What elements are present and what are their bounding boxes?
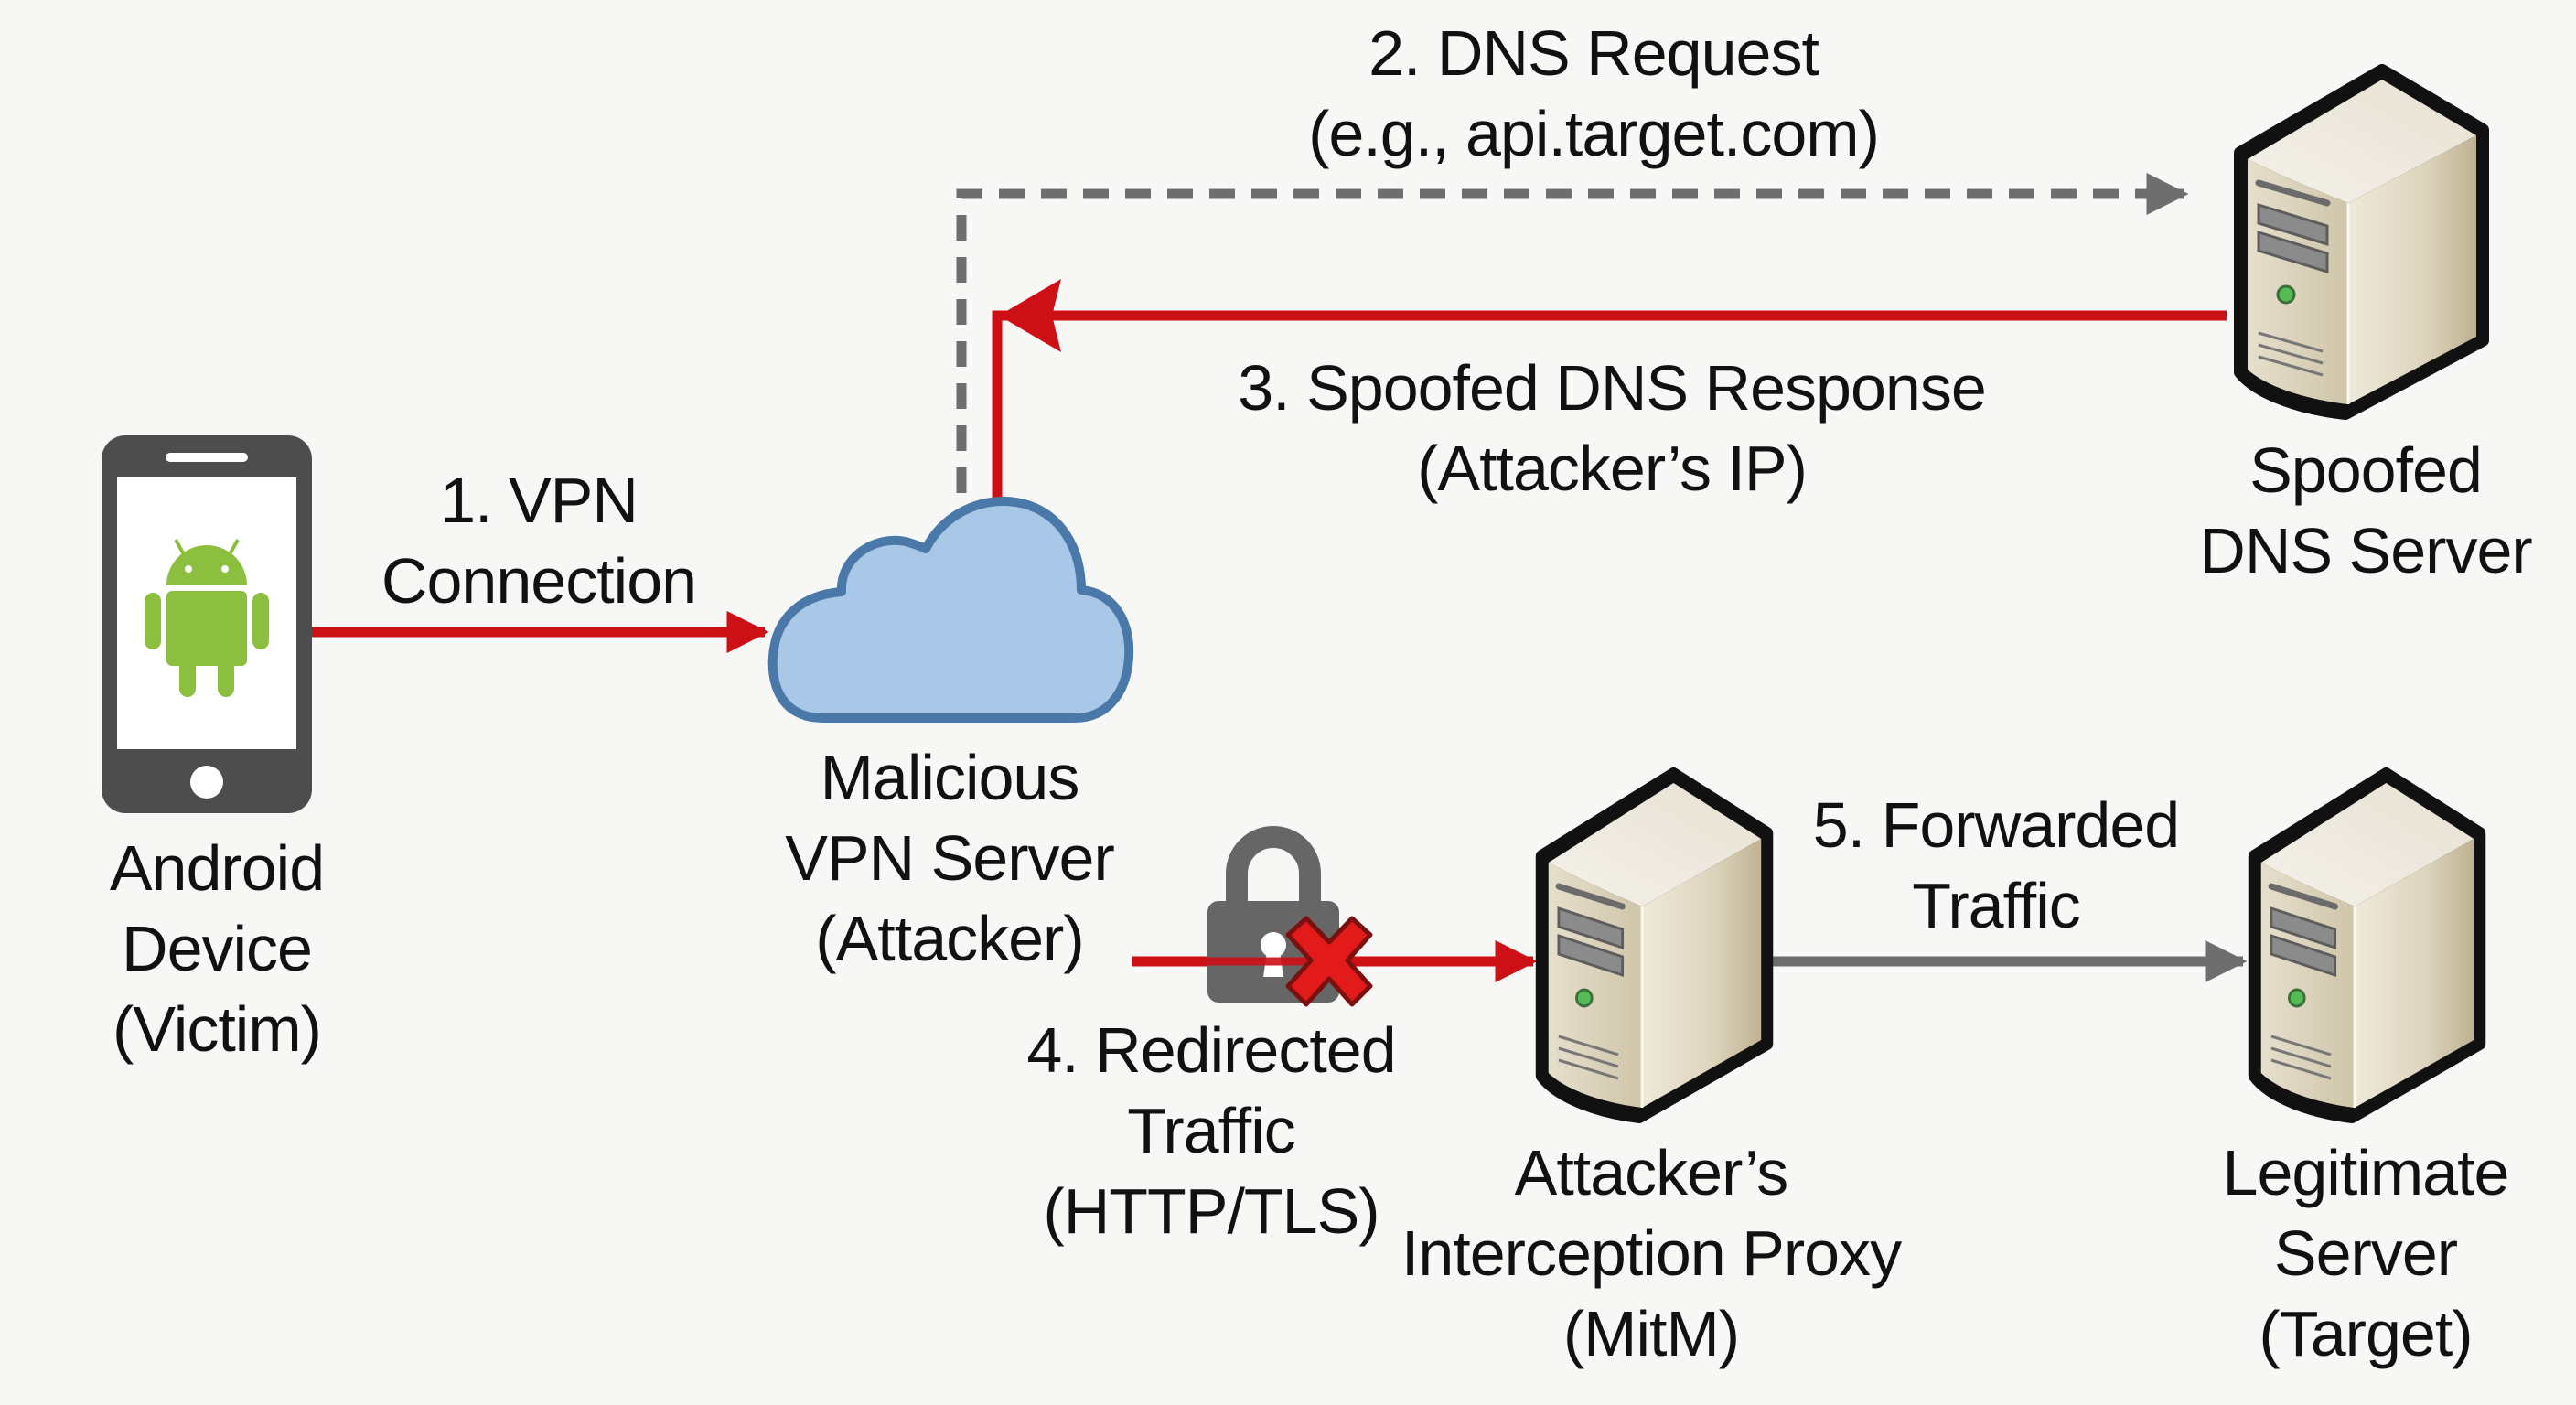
label-line: (Attacker): [815, 903, 1084, 974]
edge-spoofed-response: [992, 310, 2227, 501]
arrowhead-spoofed-response: [999, 279, 1061, 352]
node-label-dns-server: Spoofed DNS Server: [2199, 430, 2532, 591]
label-line: Connection: [381, 545, 697, 617]
edge-label-step5: 5. Forwarded Traffic: [1812, 785, 2180, 946]
cloud-icon: [767, 496, 1134, 723]
label-line: 4. Redirected: [1026, 1014, 1396, 1086]
proxy-server-icon: [1541, 774, 1766, 1117]
edge-label-step4: 4. Redirected Traffic (HTTP/TLS): [1026, 1010, 1396, 1251]
edge-label-step3: 3. Spoofed DNS Response (Attacker’s IP): [1238, 348, 1987, 509]
label-line: Interception Proxy: [1401, 1217, 1902, 1289]
android-phone-icon: [102, 435, 312, 813]
label-line: (HTTP/TLS): [1043, 1175, 1379, 1247]
red-x-icon: [1285, 916, 1373, 1007]
edge-label-step2: 2. DNS Request (e.g., api.target.com): [1308, 13, 1880, 174]
edge-label-step1: 1. VPN Connection: [381, 460, 697, 621]
label-line: (Victim): [113, 993, 322, 1065]
node-label-legit-server: Legitimate Server (Target): [2222, 1132, 2510, 1374]
label-line: (MitM): [1562, 1298, 1740, 1369]
label-line: VPN Server: [785, 822, 1115, 894]
label-line: Spoofed: [2249, 434, 2483, 506]
label-line: 2. DNS Request: [1368, 17, 1819, 89]
node-label-vpn-server: Malicious VPN Server (Attacker): [785, 737, 1115, 979]
label-line: Traffic: [1127, 1095, 1296, 1166]
label-line: 3. Spoofed DNS Response: [1238, 352, 1987, 424]
label-line: Legitimate: [2222, 1137, 2510, 1208]
android-logo-icon: [145, 539, 269, 697]
label-line: 5. Forwarded: [1812, 789, 2180, 861]
node-label-android-device: Android Device (Victim): [109, 828, 325, 1069]
label-line: Server: [2273, 1217, 2458, 1289]
label-line: DNS Server: [2199, 515, 2532, 586]
label-line: Traffic: [1912, 870, 2081, 941]
label-line: 1. VPN: [440, 465, 639, 536]
dns-server-icon: [2240, 70, 2483, 413]
label-line: (Attacker’s IP): [1417, 433, 1808, 504]
label-line: Malicious: [820, 742, 1080, 813]
label-line: (Target): [2259, 1298, 2473, 1369]
label-line: (e.g., api.target.com): [1308, 98, 1880, 169]
node-label-proxy: Attacker’s Interception Proxy (MitM): [1401, 1132, 1902, 1374]
label-line: Attacker’s: [1514, 1137, 1789, 1208]
label-line: Android: [109, 832, 325, 904]
label-line: Device: [122, 913, 313, 984]
legit-server-icon: [2254, 774, 2479, 1117]
edge-dns-request: [956, 172, 2189, 493]
